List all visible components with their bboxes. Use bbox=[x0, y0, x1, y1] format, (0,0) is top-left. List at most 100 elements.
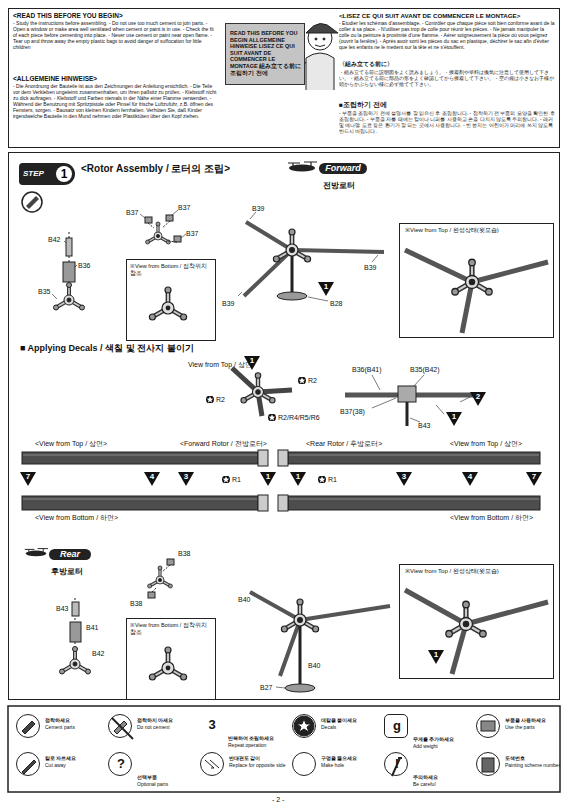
forward-badge: Forward전방로터 bbox=[287, 159, 369, 199]
node-heading: Rear bbox=[49, 549, 91, 560]
drawing-stroke bbox=[112, 718, 133, 739]
node-heading: <READ THIS BEFORE YOU BEGIN> bbox=[13, 12, 218, 20]
callout-number: 3 bbox=[178, 472, 194, 486]
drawing-stroke bbox=[481, 721, 495, 731]
node-text: Add weight bbox=[413, 743, 475, 749]
drawing-stroke bbox=[323, 38, 325, 40]
legend-icon: 접착하세요Cement parts bbox=[16, 714, 40, 738]
part-label: B43 bbox=[418, 422, 430, 429]
node-heading: ※View from Top / 완성상태(윗모습) bbox=[405, 568, 550, 575]
part-label: B36 bbox=[78, 262, 90, 269]
drawing-stroke bbox=[148, 221, 177, 242]
drawing-stroke bbox=[452, 259, 492, 295]
drawing-stroke bbox=[276, 687, 285, 688]
node-heading: STEP bbox=[23, 169, 53, 179]
part-label: <View from Top / 상면> bbox=[450, 440, 522, 447]
node-text: 1 bbox=[56, 166, 72, 182]
drawing-stroke bbox=[446, 601, 486, 637]
node-heading: READ THIS BEFORE YOU BEGIN ALLGEMEINE HI… bbox=[230, 30, 302, 76]
drawing-stroke bbox=[299, 626, 302, 684]
node-text: 반복하여 조립하세요 bbox=[228, 735, 290, 741]
part-label: B37 bbox=[126, 209, 138, 216]
node-heading: 칼로 자르세요 bbox=[45, 755, 107, 761]
helicopter-icon bbox=[288, 162, 317, 172]
callout-number: 3 bbox=[396, 472, 412, 486]
view-box: ※View from Bottom / 접착위치 참조 bbox=[126, 618, 216, 700]
part-label: B37 bbox=[186, 230, 198, 237]
part-label: B39 bbox=[364, 264, 376, 271]
drawing-stroke bbox=[292, 250, 384, 252]
drawing-stroke bbox=[22, 496, 258, 510]
drawing-stroke bbox=[273, 229, 310, 262]
icon-symbols bbox=[22, 716, 495, 776]
part-label: <Forward Rotor / 전방로터> bbox=[180, 440, 267, 447]
rear-bottom-view-hub bbox=[149, 647, 186, 680]
icon-symbol: ? bbox=[109, 756, 133, 772]
drawing-stroke bbox=[297, 719, 311, 732]
drawing-stroke bbox=[288, 452, 540, 464]
part-label: B35(B42) bbox=[410, 366, 440, 373]
node-text: Cut away bbox=[45, 762, 107, 768]
node-text: <ALLGEMEINE HINWEISE> bbox=[13, 75, 218, 83]
drawing-stroke bbox=[315, 38, 317, 40]
callout-number: 4 bbox=[144, 472, 160, 486]
node-text: 무게를 추가하세요 bbox=[413, 736, 475, 742]
drawing-stroke bbox=[238, 212, 378, 301]
part-label: <View from Bottom / 하면> bbox=[450, 514, 533, 521]
part-label: B36(B41) bbox=[352, 366, 382, 373]
part-label: B39 bbox=[222, 300, 234, 307]
drawing-stroke bbox=[70, 622, 81, 642]
drawing-stroke bbox=[174, 236, 181, 242]
node-heading: Forward bbox=[319, 163, 367, 174]
decal-marker: R1 bbox=[222, 476, 241, 483]
drawing-stroke bbox=[291, 256, 294, 292]
node-heading: ※View from Top / 완성상태(윗모습) bbox=[405, 227, 550, 234]
drawing-stroke bbox=[300, 606, 390, 620]
drawing-stroke bbox=[205, 760, 219, 768]
decal-side-view bbox=[345, 375, 480, 426]
drawing-stroke bbox=[22, 760, 36, 774]
part-label: B41 bbox=[86, 624, 98, 631]
legend-icon: 반대편도 같이Replace for opposite side bbox=[200, 752, 224, 776]
decal-marker: R2/R4/R5/R6 bbox=[268, 414, 320, 421]
step-badge: STEP1 bbox=[19, 163, 75, 185]
drawing-stroke bbox=[258, 495, 268, 511]
node-text: Decals bbox=[321, 724, 383, 730]
warning-sign: READ THIS BEFORE YOU BEGIN ALLGEMEINE HI… bbox=[225, 23, 305, 85]
legend-icon: 부품을 사용하세요Use the parts bbox=[476, 714, 500, 738]
part-label: B28 bbox=[330, 300, 342, 307]
node-text: Cement parts bbox=[45, 724, 107, 730]
drawing-stroke bbox=[246, 222, 292, 250]
drawing-stroke bbox=[63, 262, 75, 282]
bottom-view-hub bbox=[149, 287, 186, 320]
drawing-stroke bbox=[60, 647, 91, 675]
drawing-stroke bbox=[472, 262, 548, 282]
node-heading: 부품을 사용하세요 bbox=[505, 717, 567, 723]
icon-symbol: 3 bbox=[200, 717, 224, 733]
part-label: B37 bbox=[178, 204, 190, 211]
node-text: Do not cement bbox=[137, 724, 199, 730]
notice-panel: <READ THIS BEFORE YOU BEGIN>- Study the … bbox=[8, 8, 560, 148]
icon-panel bbox=[8, 706, 560, 792]
callout-number: 1 bbox=[428, 650, 444, 664]
forward-exploded-hub bbox=[140, 210, 186, 244]
drawing-stroke bbox=[466, 602, 548, 624]
legend-icon: !주의하세요Be careful bbox=[384, 752, 408, 776]
callout-number: 1 bbox=[244, 356, 260, 370]
drawing-stroke bbox=[26, 196, 39, 209]
node-heading: 반대편도 같이 bbox=[229, 755, 291, 761]
drawing-stroke bbox=[148, 566, 173, 588]
drawing-stroke bbox=[146, 222, 171, 244]
drawing-stroke bbox=[250, 592, 300, 620]
decal-marker: R1 bbox=[318, 476, 337, 483]
drawing-stroke bbox=[152, 565, 170, 592]
part-label: B35 bbox=[38, 288, 50, 295]
node-heading: 접착하지 마세요 bbox=[137, 717, 199, 723]
drawing-stroke bbox=[315, 45, 325, 47]
legend-icon: ?선택부품Optional parts bbox=[108, 752, 132, 776]
drawing-stroke bbox=[277, 292, 307, 300]
node-text: ■조립하기 전에 bbox=[339, 101, 555, 109]
callout-number: 4 bbox=[462, 472, 478, 486]
decal-marker: R2 bbox=[206, 396, 225, 403]
node-text: Optional parts bbox=[137, 781, 199, 787]
